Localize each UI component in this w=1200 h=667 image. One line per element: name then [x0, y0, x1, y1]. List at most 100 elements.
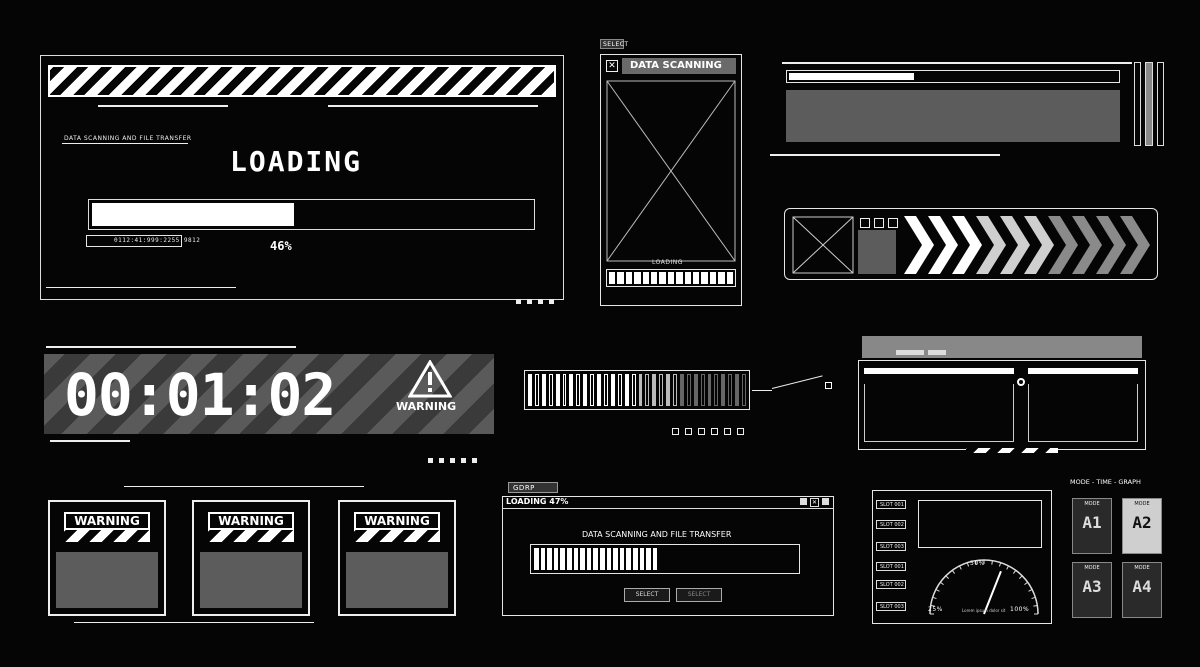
gauge-max-label: 100% [1010, 606, 1030, 613]
dialog-segment [534, 548, 539, 570]
mode-card-value: A1 [1082, 513, 1102, 532]
dialog-segment [599, 548, 605, 570]
maximize-icon[interactable] [822, 498, 829, 505]
mode-card-a2[interactable]: MODE A2 [1122, 498, 1162, 554]
chevron-panel [778, 200, 1162, 300]
close-icon[interactable]: ✕ [606, 60, 618, 72]
dialog-segment [738, 548, 743, 570]
slot-item[interactable]: SLOT 002 [876, 580, 906, 589]
mode-card-a4[interactable]: MODE A4 [1122, 562, 1162, 618]
gauge-tick [951, 570, 956, 574]
gauge-tick [932, 596, 937, 600]
chevron-mark [1048, 216, 1078, 274]
warning-screen [200, 552, 302, 608]
dialog-segment [659, 548, 664, 570]
meter-segment [590, 374, 595, 406]
dialog-segment [705, 548, 710, 570]
mode-card-label: MODE [1084, 565, 1100, 571]
progress-fill [789, 73, 914, 80]
dialog-segment [752, 548, 757, 570]
hazard-stripe-bar [64, 530, 150, 542]
hazard-stripe-bar [354, 530, 440, 542]
loading-progress-fill [92, 203, 294, 226]
scan-loading-label: LOADING [652, 259, 683, 266]
dialog-segment [613, 548, 618, 570]
loading-panel: DATA SCANNING AND FILE TRANSFER LOADING … [38, 55, 566, 304]
dialog-segment [639, 548, 645, 570]
chevron-mark [1000, 216, 1030, 274]
gauge-tick [1033, 605, 1038, 607]
frame-accent-line [98, 105, 228, 107]
mode-card-label: MODE [1134, 501, 1150, 507]
mode-card-a1[interactable]: MODE A1 [1072, 498, 1112, 554]
chevron-mark [1024, 216, 1054, 274]
scan-segment [609, 272, 616, 284]
meter-segment [645, 374, 650, 406]
chevron-panel-frame [784, 208, 1158, 280]
dialog-segment [632, 548, 638, 570]
right-status-bar [1028, 368, 1138, 374]
warning-cards-group: WARNING WARNING WARNING [44, 478, 460, 628]
meter-segment [686, 374, 691, 406]
loading-title: LOADING [230, 145, 363, 178]
slot-item[interactable]: SLOT 002 [876, 520, 906, 529]
slot-item[interactable]: SLOT 003 [876, 602, 906, 611]
slot-item[interactable]: SLOT 001 [876, 500, 906, 509]
meter-segment [597, 374, 601, 406]
loading-dialog: GDRP LOADING 47% ✕ DATA SCANNING AND FIL… [500, 480, 836, 620]
warning-screen [56, 552, 158, 608]
dialog-segment [686, 548, 691, 570]
meter-segment [659, 374, 664, 406]
loading-percent: 46% [270, 239, 292, 253]
close-icon[interactable]: ✕ [810, 498, 819, 507]
chevron-mark [904, 216, 934, 274]
gauge-tick [1012, 570, 1017, 574]
gauge-tick [991, 560, 993, 565]
meter-segment [638, 374, 643, 406]
dialog-progress-bar [530, 544, 800, 574]
meter-segment [693, 374, 698, 406]
dialog-segment [765, 548, 770, 570]
dialog-tab[interactable]: GDRP [508, 482, 558, 493]
warning-label: WARNING [354, 512, 440, 530]
gauge-tick [1024, 581, 1028, 586]
warning-card: WARNING [48, 500, 166, 616]
scan-segment [676, 272, 683, 284]
dialog-segment [573, 548, 579, 570]
mode-panel: MODE - TIME - GRAPH MODE A1 MODE A2 MODE… [1068, 478, 1168, 626]
dialog-title: LOADING 47% [506, 497, 569, 506]
dialog-segment [699, 548, 704, 570]
timer-display: 00:01:02 [64, 361, 336, 429]
dialog-segment [547, 548, 552, 570]
timer-panel: 00:01:02 WARNING [40, 344, 500, 463]
minimize-icon[interactable] [800, 498, 807, 505]
frame-accent-line [74, 622, 314, 623]
scan-select-tab[interactable]: SELECT [600, 39, 628, 49]
meter-segment [679, 374, 684, 406]
mode-card-value: A2 [1132, 513, 1152, 532]
select-button-secondary[interactable]: SELECT [676, 588, 722, 602]
meter-segment [528, 374, 532, 406]
scan-segment [617, 272, 624, 284]
meter-segment [569, 374, 574, 406]
slot-item[interactable]: SLOT 001 [876, 562, 906, 571]
dialog-segment [646, 548, 651, 570]
right-inner-frame [1028, 384, 1138, 442]
dialog-segment [732, 548, 737, 570]
meter-segment [652, 374, 657, 406]
mode-card-value: A3 [1082, 577, 1102, 596]
meter-segment [624, 374, 629, 406]
scan-segment [651, 272, 658, 284]
meter-segment [610, 374, 615, 406]
dialog-segment [778, 548, 783, 570]
meter-segment [728, 374, 733, 406]
mode-card-a3[interactable]: MODE A3 [1072, 562, 1112, 618]
slot-item[interactable]: SLOT 003 [876, 542, 906, 551]
grey-block [858, 230, 896, 274]
dialog-segment [679, 548, 684, 570]
hazard-stripe-bar [208, 530, 294, 542]
chevron-mark [1072, 216, 1102, 274]
select-button[interactable]: SELECT [624, 588, 670, 602]
meter-segment [534, 374, 539, 406]
dialog-segment [725, 548, 730, 570]
